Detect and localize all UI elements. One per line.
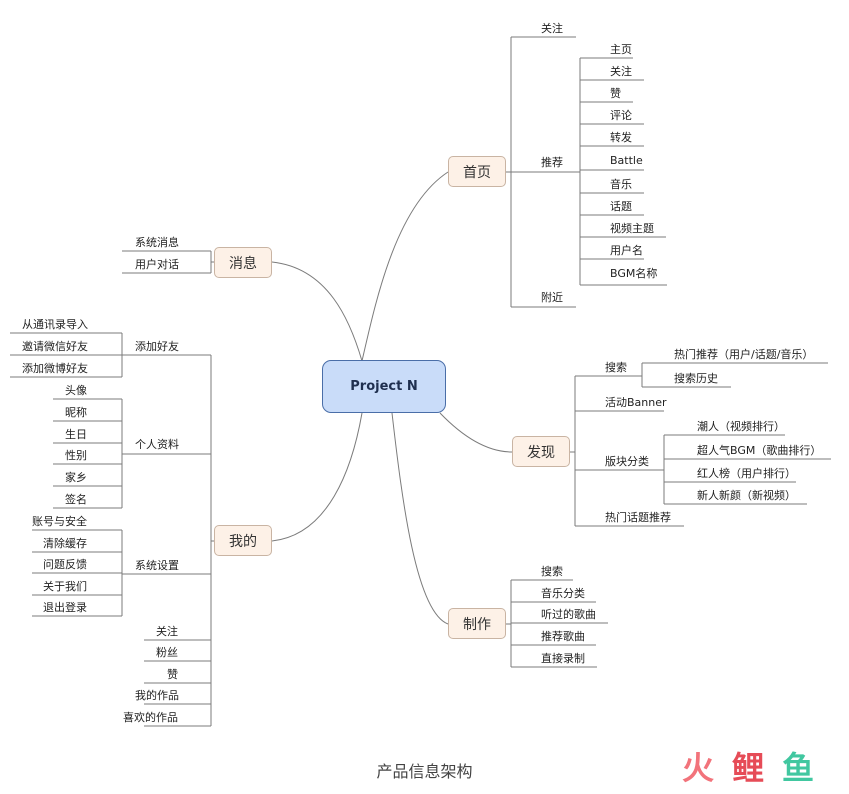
mine-profile-item[interactable]: 生日 bbox=[65, 428, 87, 441]
home-recommend-item[interactable]: 视频主题 bbox=[610, 222, 654, 235]
home-recommend-item[interactable]: BGM名称 bbox=[610, 267, 658, 280]
mine-settings[interactable]: 系统设置 bbox=[135, 559, 179, 572]
watermark-logo: 火 鲤 鱼 bbox=[682, 750, 832, 788]
mine-profile-item[interactable]: 昵称 bbox=[65, 406, 87, 419]
mine-profile[interactable]: 个人资料 bbox=[135, 438, 179, 451]
mine-profile-item[interactable]: 家乡 bbox=[65, 471, 87, 484]
home-recommend[interactable]: 推荐 bbox=[541, 156, 563, 169]
home-recommend-item[interactable]: 关注 bbox=[610, 65, 632, 78]
home-recommend-item[interactable]: Battle bbox=[610, 154, 643, 167]
discover-search[interactable]: 搜索 bbox=[605, 361, 627, 374]
diagram-caption: 产品信息架构 bbox=[376, 762, 473, 781]
branch-home[interactable]: 首页 bbox=[448, 156, 506, 187]
create-item[interactable]: 直接录制 bbox=[541, 652, 585, 665]
discover-block-item[interactable]: 新人新颜（新视频） bbox=[697, 489, 796, 502]
message-item[interactable]: 用户对话 bbox=[135, 258, 179, 271]
home-recommend-item[interactable]: 评论 bbox=[610, 109, 632, 122]
mine-profile-item[interactable]: 签名 bbox=[65, 493, 87, 506]
mine-add-friends-item[interactable]: 添加微博好友 bbox=[22, 362, 88, 375]
mine-settings-item[interactable]: 问题反馈 bbox=[43, 558, 87, 571]
connector-root-message bbox=[271, 261, 363, 362]
create-item[interactable]: 听过的歌曲 bbox=[541, 608, 596, 621]
discover-block-item[interactable]: 超人气BGM（歌曲排行） bbox=[697, 444, 822, 457]
connector-root-home bbox=[361, 171, 449, 362]
watermark-char: 火 bbox=[682, 749, 715, 787]
mine-add-friends-item[interactable]: 从通讯录导入 bbox=[22, 318, 88, 331]
create-item[interactable]: 推荐歌曲 bbox=[541, 630, 585, 643]
home-nearby[interactable]: 附近 bbox=[541, 291, 563, 304]
mine-settings-item[interactable]: 退出登录 bbox=[43, 601, 87, 614]
home-recommend-item[interactable]: 转发 bbox=[610, 131, 632, 144]
mine-other-item[interactable]: 我的作品 bbox=[135, 689, 179, 702]
home-recommend-item[interactable]: 赞 bbox=[610, 87, 621, 100]
message-item[interactable]: 系统消息 bbox=[135, 236, 179, 249]
home-recommend-item[interactable]: 音乐 bbox=[610, 178, 632, 191]
home-recommend-item[interactable]: 主页 bbox=[610, 43, 632, 56]
mine-add-friends[interactable]: 添加好友 bbox=[135, 340, 179, 353]
root-node[interactable]: Project N bbox=[322, 360, 446, 413]
discover-search-item[interactable]: 搜索历史 bbox=[674, 372, 718, 385]
discover-block-item[interactable]: 潮人（视频排行） bbox=[697, 420, 785, 433]
branch-mine[interactable]: 我的 bbox=[214, 525, 272, 556]
branch-message[interactable]: 消息 bbox=[214, 247, 272, 278]
discover-blocks[interactable]: 版块分类 bbox=[605, 455, 649, 468]
connector-root-create bbox=[391, 412, 449, 625]
mine-add-friends-item[interactable]: 邀请微信好友 bbox=[22, 340, 88, 353]
mine-profile-item[interactable]: 性别 bbox=[65, 449, 87, 462]
mine-settings-item[interactable]: 账号与安全 bbox=[32, 515, 87, 528]
branch-create[interactable]: 制作 bbox=[448, 608, 506, 639]
home-follow[interactable]: 关注 bbox=[541, 22, 563, 35]
discover-banner[interactable]: 活动Banner bbox=[605, 396, 667, 409]
home-recommend-item[interactable]: 话题 bbox=[610, 200, 632, 213]
mine-profile-item[interactable]: 头像 bbox=[65, 384, 87, 397]
mine-settings-item[interactable]: 清除缓存 bbox=[43, 537, 87, 550]
mine-other-item[interactable]: 喜欢的作品 bbox=[123, 711, 178, 724]
discover-hot-topics[interactable]: 热门话题推荐 bbox=[605, 511, 671, 524]
create-item[interactable]: 音乐分类 bbox=[541, 587, 585, 600]
discover-block-item[interactable]: 红人榜（用户排行） bbox=[697, 467, 796, 480]
discover-search-item[interactable]: 热门推荐（用户/话题/音乐） bbox=[674, 348, 814, 361]
home-recommend-item[interactable]: 用户名 bbox=[610, 244, 643, 257]
mine-other-item[interactable]: 赞 bbox=[167, 668, 178, 681]
watermark-char: 鱼 bbox=[782, 749, 815, 787]
mine-settings-item[interactable]: 关于我们 bbox=[43, 580, 87, 593]
branch-discover[interactable]: 发现 bbox=[512, 436, 570, 467]
connector-root-mine bbox=[271, 412, 363, 542]
create-item[interactable]: 搜索 bbox=[541, 565, 563, 578]
connector-root-discover bbox=[439, 412, 513, 453]
watermark-char: 鲤 bbox=[732, 749, 765, 787]
mind-map-lines bbox=[10, 36, 831, 727]
mine-other-item[interactable]: 关注 bbox=[156, 625, 178, 638]
mine-other-item[interactable]: 粉丝 bbox=[156, 646, 178, 659]
